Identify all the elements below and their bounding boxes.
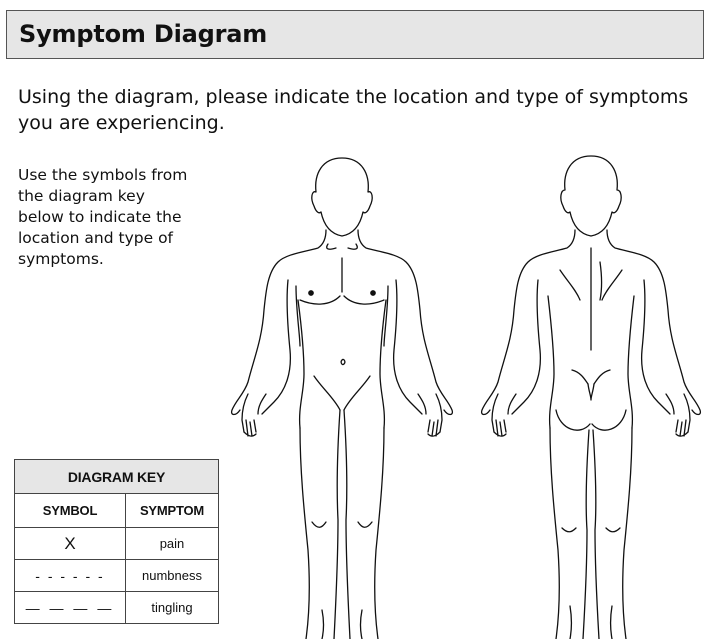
diagram-key-title: DIAGRAM KEY [15, 460, 219, 494]
diagram-key-table: DIAGRAM KEY SYMBOL SYMPTOM X pain - - - … [14, 459, 219, 624]
numbness-symbol: - - - - - - [15, 560, 126, 592]
tingling-symbol: — — — — [15, 592, 126, 624]
key-row-pain: X pain [15, 528, 219, 560]
tingling-label: tingling [126, 592, 219, 624]
front-body-figure[interactable] [232, 158, 453, 639]
symbol-column-header: SYMBOL [15, 494, 126, 528]
back-body-figure[interactable] [482, 156, 701, 639]
pain-symbol: X [15, 528, 126, 560]
symptom-column-header: SYMPTOM [126, 494, 219, 528]
pain-label: pain [126, 528, 219, 560]
key-row-tingling: — — — — tingling [15, 592, 219, 624]
key-row-numbness: - - - - - - numbness [15, 560, 219, 592]
numbness-label: numbness [126, 560, 219, 592]
